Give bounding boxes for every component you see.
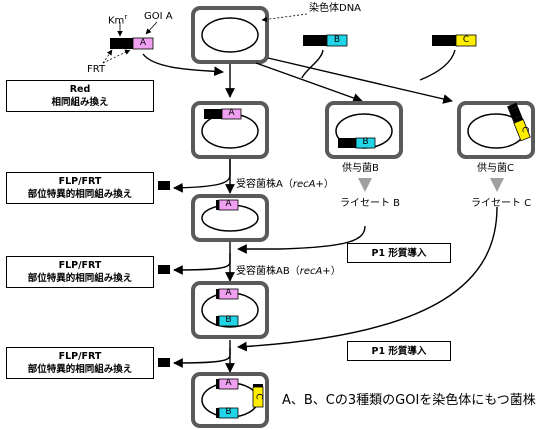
pcr-fragment-b — [303, 34, 348, 47]
flp3-removed-marker — [158, 358, 170, 367]
p1-transduction-box-1: P1 形質導入 — [347, 243, 451, 263]
p1-transduction-arrow-1 — [237, 225, 366, 254]
cell2-a-letter: A — [228, 108, 235, 118]
flp-subtitle-2: 部位特異的相同組み換え — [27, 273, 133, 284]
lysate-c-label: ライセート C — [471, 198, 532, 209]
chromosomal-dna-label: 染色体DNA — [309, 3, 362, 14]
cell4-b-letter: B — [225, 315, 232, 325]
c-join-arrow — [419, 49, 456, 81]
red-title: Red — [69, 84, 91, 95]
red-join-arrow — [142, 53, 224, 77]
frt-pointer-2 — [102, 49, 131, 64]
frt-label: FRT — [87, 64, 106, 75]
recipient-a-label: 受容菌株A（recA+） — [236, 179, 334, 190]
p1-transduction-arrow-2 — [237, 206, 498, 352]
final-b-letter: B — [225, 407, 232, 417]
flp-frt-box-2: FLP/FRT 部位特異的相同組み換え — [6, 256, 154, 288]
p1-transduction-box-2: P1 形質導入 — [347, 341, 451, 361]
cell-ab — [191, 281, 269, 339]
flp1-branch-arrow — [173, 159, 231, 193]
donor-cell-b — [325, 101, 403, 159]
flp2-removed-marker — [158, 265, 170, 274]
donor-c-letter: C — [519, 126, 530, 133]
final-a-letter: A — [225, 378, 232, 388]
conclusion-label: A、B、Cの3種類のGOIを染色体にもつ菌株 — [282, 393, 536, 408]
final-cell-abc — [191, 372, 269, 428]
donor-c-triangle — [490, 178, 504, 192]
cell4-a-letter: A — [225, 288, 232, 298]
donor-b-letter: B — [362, 137, 369, 147]
donor-cell-c — [457, 101, 535, 159]
donor-b-triangle — [358, 178, 372, 192]
fragment-b-letter: B — [333, 35, 341, 45]
goi-a-label: GOI A — [144, 11, 173, 22]
flp-title-1: FLP/FRT — [58, 176, 102, 187]
lysate-b-label: ライセート B — [340, 198, 401, 209]
flp-title-3: FLP/FRT — [58, 351, 102, 362]
red-recombination-box: Red 相同組み換え — [6, 80, 154, 112]
flp3-branch-arrow — [173, 348, 231, 368]
donor-c-label: 供与菌C — [477, 163, 514, 174]
chromosome-pointer — [261, 13, 308, 23]
to-donor-c-arrow — [267, 57, 453, 104]
red-subtitle: 相同組み換え — [51, 97, 109, 108]
donor-b-label: 供与菌B — [342, 163, 379, 174]
flp-frt-box-3: FLP/FRT 部位特異的相同組み換え — [6, 347, 154, 379]
cell-a-scar — [191, 194, 269, 242]
initial-cell — [191, 6, 269, 64]
recipient-ab-label: 受容菌株AB（recA+） — [236, 266, 341, 277]
cell3-a-letter: A — [225, 199, 232, 209]
pcr-fragment-c — [432, 34, 477, 47]
pcr-fragment-a — [110, 37, 154, 50]
goi-pointer — [145, 21, 158, 35]
b-join-arrow — [301, 49, 324, 79]
flp-frt-box-1: FLP/FRT 部位特異的相同組み換え — [6, 172, 154, 204]
flp-title-2: FLP/FRT — [58, 260, 102, 271]
final-c-letter: C — [253, 393, 264, 400]
flp-subtitle-3: 部位特異的相同組み換え — [27, 364, 133, 375]
to-donor-b-arrow — [255, 62, 363, 103]
flp1-removed-marker — [158, 181, 170, 190]
frt-pointer-1 — [102, 49, 113, 64]
flp-subtitle-1: 部位特異的相同組み換え — [27, 189, 133, 200]
flp2-branch-arrow — [173, 253, 231, 275]
fragment-a-letter: A — [139, 38, 147, 48]
km-label: Kmr — [108, 13, 128, 27]
fragment-c-letter: C — [462, 35, 470, 45]
cell-with-a — [191, 101, 269, 159]
